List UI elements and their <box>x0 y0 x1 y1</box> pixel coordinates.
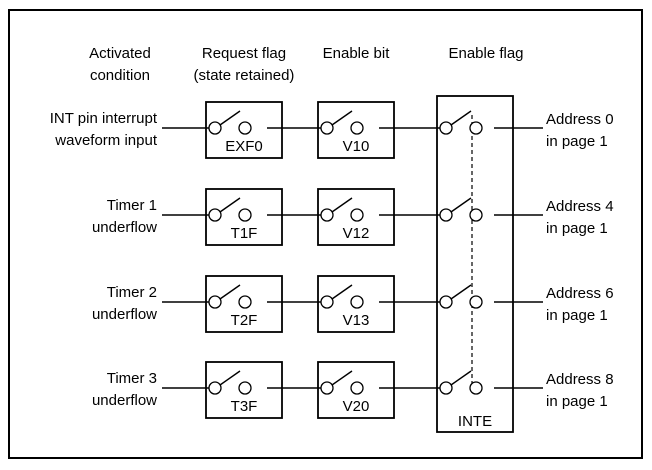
row-3-enable-flag-switch-lever <box>450 284 472 300</box>
row-2-enable-bit-switch-contact-right <box>350 208 364 222</box>
row-1-request-flag-switch-lever <box>219 110 241 126</box>
row-1-request-flag-switch-contact-left <box>208 121 222 135</box>
row-1-enable-flag-switch-contact-left <box>439 121 453 135</box>
row-4-destination-line1: Address 8 <box>546 371 614 388</box>
enable-flag-label: INTE <box>458 413 492 430</box>
row-3-enable-bit-switch-lever <box>331 284 353 300</box>
row-1-request-flag-label: EXF0 <box>225 138 263 155</box>
row-3-destination-line1: Address 6 <box>546 285 614 302</box>
row-2-request-flag-switch-lever <box>219 197 241 213</box>
row-1-destination-line2: in page 1 <box>546 133 608 150</box>
row-2-enable-bit-label: V12 <box>343 225 370 242</box>
row-4-request-flag-switch-lever <box>219 370 241 386</box>
row-4-request-flag-label: T3F <box>231 398 258 415</box>
header-enable-flag: Enable flag <box>448 45 523 62</box>
row-4-enable-bit-switch-contact-right <box>350 381 364 395</box>
header-enable-bit: Enable bit <box>323 45 391 62</box>
row-4-enable-bit-switch-contact-left <box>320 381 334 395</box>
row-4-enable-flag-switch-contact-right <box>469 381 483 395</box>
row-2-request-flag-label: T1F <box>231 225 258 242</box>
row-3-condition-line2: underflow <box>92 306 157 323</box>
header-request-flag-line2: (state retained) <box>194 67 295 84</box>
row-2-destination-line1: Address 4 <box>546 198 614 215</box>
row-4-enable-bit-switch-lever <box>331 370 353 386</box>
row-2-request-flag-switch-contact-left <box>208 208 222 222</box>
row-1-enable-bit-switch-contact-left <box>320 121 334 135</box>
row-1-enable-bit-switch-contact-right <box>350 121 364 135</box>
row-3-enable-bit-switch-contact-left <box>320 295 334 309</box>
enable-flag-box <box>436 95 514 433</box>
row-2-condition-line1: Timer 1 <box>107 197 157 214</box>
row-1-enable-bit-switch-lever <box>331 110 353 126</box>
row-2-request-flag-switch-contact-right <box>238 208 252 222</box>
row-4-condition-line1: Timer 3 <box>107 370 157 387</box>
row-1-request-flag-switch-contact-right <box>238 121 252 135</box>
row-1-condition-line2: waveform input <box>54 132 158 149</box>
row-2-condition-line2: underflow <box>92 219 157 236</box>
row-3-request-flag-label: T2F <box>231 312 258 329</box>
row-3-request-flag-switch-lever <box>219 284 241 300</box>
row-4-enable-flag-switch-lever <box>450 370 472 386</box>
header-request-flag-line1: Request flag <box>202 45 286 62</box>
row-4-condition-line2: underflow <box>92 392 157 409</box>
row-2-enable-bit-switch-lever <box>331 197 353 213</box>
row-3-condition-line1: Timer 2 <box>107 284 157 301</box>
row-2-enable-flag-switch-contact-right <box>469 208 483 222</box>
row-2-enable-bit-switch-contact-left <box>320 208 334 222</box>
row-1-enable-flag-switch-contact-right <box>469 121 483 135</box>
row-4-enable-flag-switch-contact-left <box>439 381 453 395</box>
row-3-destination-line2: in page 1 <box>546 307 608 324</box>
row-2-enable-flag-switch-contact-left <box>439 208 453 222</box>
row-3-enable-bit-label: V13 <box>343 312 370 329</box>
row-4-enable-bit-label: V20 <box>343 398 370 415</box>
row-4-request-flag-switch-contact-right <box>238 381 252 395</box>
row-1-enable-bit-label: V10 <box>343 138 370 155</box>
row-3-enable-bit-switch-contact-right <box>350 295 364 309</box>
row-4-request-flag-switch-contact-left <box>208 381 222 395</box>
row-3-request-flag-switch-contact-left <box>208 295 222 309</box>
row-1-destination-line1: Address 0 <box>546 111 614 128</box>
row-1-condition-line1: INT pin interrupt <box>50 110 158 127</box>
row-2-destination-line2: in page 1 <box>546 220 608 237</box>
row-2-enable-flag-switch-lever <box>450 197 472 213</box>
row-3-enable-flag-switch-contact-left <box>439 295 453 309</box>
header-activated-condition-line2: condition <box>90 67 150 84</box>
header-activated-condition-line1: Activated <box>89 45 151 62</box>
row-4-destination-line2: in page 1 <box>546 393 608 410</box>
row-3-enable-flag-switch-contact-right <box>469 295 483 309</box>
row-3-request-flag-switch-contact-right <box>238 295 252 309</box>
row-1-enable-flag-switch-lever <box>450 110 472 126</box>
